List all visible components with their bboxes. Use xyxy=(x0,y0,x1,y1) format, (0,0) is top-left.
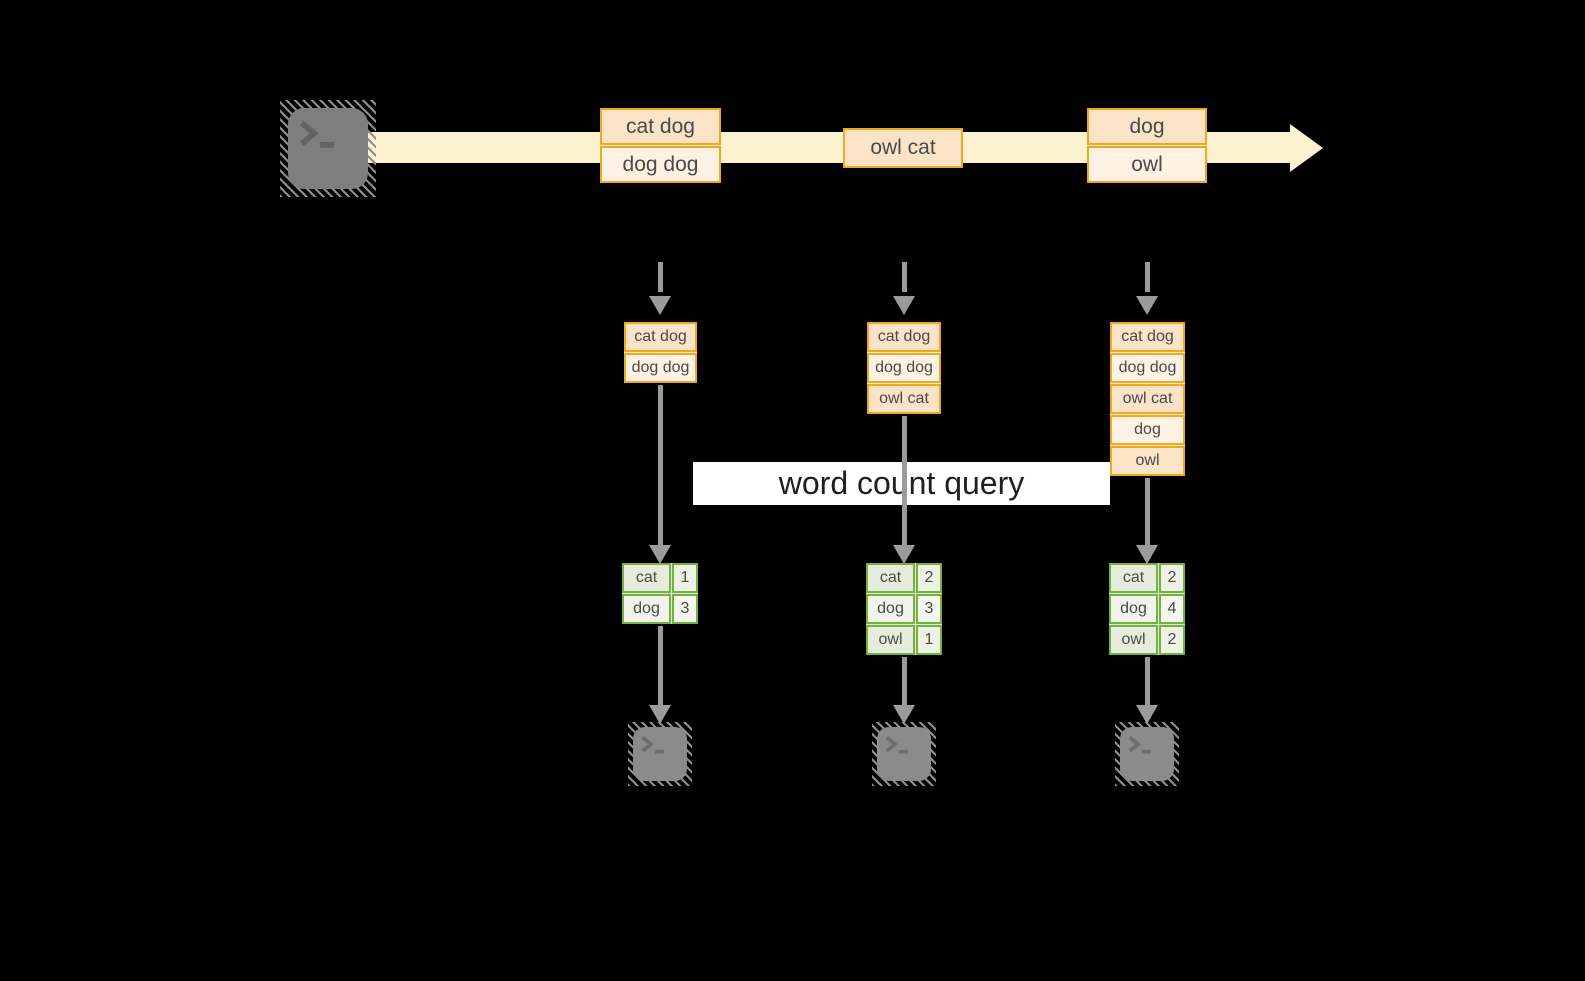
arrow-head-icon xyxy=(1136,705,1158,724)
output-terminal-icon xyxy=(872,722,936,786)
batch-row: cat dog xyxy=(600,108,721,145)
arrow-shaft xyxy=(657,385,663,545)
state-row: dog dog xyxy=(624,353,697,383)
result-count: 1 xyxy=(916,625,942,655)
dashed-arrow-head-icon xyxy=(649,296,671,315)
result-word: dog xyxy=(622,594,671,624)
result-table-3: cat 2 dog 4 owl 2 xyxy=(1109,563,1185,655)
arrow-shaft xyxy=(657,626,663,705)
result-count: 3 xyxy=(916,594,942,624)
stream-batch-3: dog owl xyxy=(1087,108,1207,183)
terminal-screen xyxy=(288,108,368,189)
state-row: owl cat xyxy=(1110,384,1185,414)
dashed-arrow-shaft xyxy=(1144,262,1150,292)
result-count: 3 xyxy=(672,594,698,624)
state-row: cat dog xyxy=(1110,322,1185,352)
arrow-shaft xyxy=(1144,478,1150,545)
stream-batch-2: owl cat xyxy=(843,128,963,168)
batch-row: dog xyxy=(1087,108,1207,145)
state-box-2: cat dog dog dog owl cat xyxy=(867,322,941,414)
state-row: dog dog xyxy=(867,353,941,383)
stream-arrow-head-icon xyxy=(1290,124,1323,172)
dashed-arrow-head-icon xyxy=(893,296,915,315)
terminal-screen xyxy=(633,727,687,781)
result-word: cat xyxy=(622,563,671,593)
arrow-head-icon xyxy=(649,545,671,564)
result-count: 2 xyxy=(916,563,942,593)
result-word: dog xyxy=(1109,594,1158,624)
result-table-1: cat 1 dog 3 xyxy=(622,563,698,624)
output-terminal-icon xyxy=(1115,722,1179,786)
state-row: dog dog xyxy=(1110,353,1185,383)
batch-row: owl cat xyxy=(843,128,963,168)
result-word: owl xyxy=(866,625,915,655)
terminal-prompt-icon xyxy=(885,736,908,754)
state-row: cat dog xyxy=(867,322,941,352)
state-row: cat dog xyxy=(624,322,697,352)
terminal-prompt-icon xyxy=(299,120,334,148)
state-row: owl xyxy=(1110,446,1185,476)
arrow-head-icon xyxy=(649,705,671,724)
terminal-screen xyxy=(1120,727,1174,781)
arrow-head-icon xyxy=(1136,545,1158,564)
source-terminal-icon xyxy=(280,100,376,197)
batch-row: owl xyxy=(1087,146,1207,183)
result-count: 1 xyxy=(672,563,698,593)
result-count: 2 xyxy=(1159,563,1185,593)
arrow-shaft xyxy=(1144,657,1150,705)
result-count: 4 xyxy=(1159,594,1185,624)
terminal-prompt-icon xyxy=(1128,736,1151,754)
dashed-arrow-head-icon xyxy=(1136,296,1158,315)
result-word: cat xyxy=(1109,563,1158,593)
dashed-arrow-shaft xyxy=(901,262,907,292)
state-box-1: cat dog dog dog xyxy=(624,322,697,383)
terminal-prompt-icon xyxy=(641,736,664,754)
result-word: owl xyxy=(1109,625,1158,655)
dashed-arrow-shaft xyxy=(657,262,663,292)
state-row: dog xyxy=(1110,415,1185,445)
output-terminal-icon xyxy=(628,722,692,786)
batch-row: dog dog xyxy=(600,146,721,183)
stream-batch-1: cat dog dog dog xyxy=(600,108,721,183)
result-table-2: cat 2 dog 3 owl 1 xyxy=(866,563,942,655)
terminal-screen xyxy=(877,727,931,781)
arrow-shaft xyxy=(901,416,907,545)
state-box-3: cat dog dog dog owl cat dog owl xyxy=(1110,322,1185,476)
result-word: cat xyxy=(866,563,915,593)
arrow-head-icon xyxy=(893,705,915,724)
result-count: 2 xyxy=(1159,625,1185,655)
result-word: dog xyxy=(866,594,915,624)
state-row: owl cat xyxy=(867,384,941,414)
arrow-head-icon xyxy=(893,545,915,564)
arrow-shaft xyxy=(901,657,907,705)
